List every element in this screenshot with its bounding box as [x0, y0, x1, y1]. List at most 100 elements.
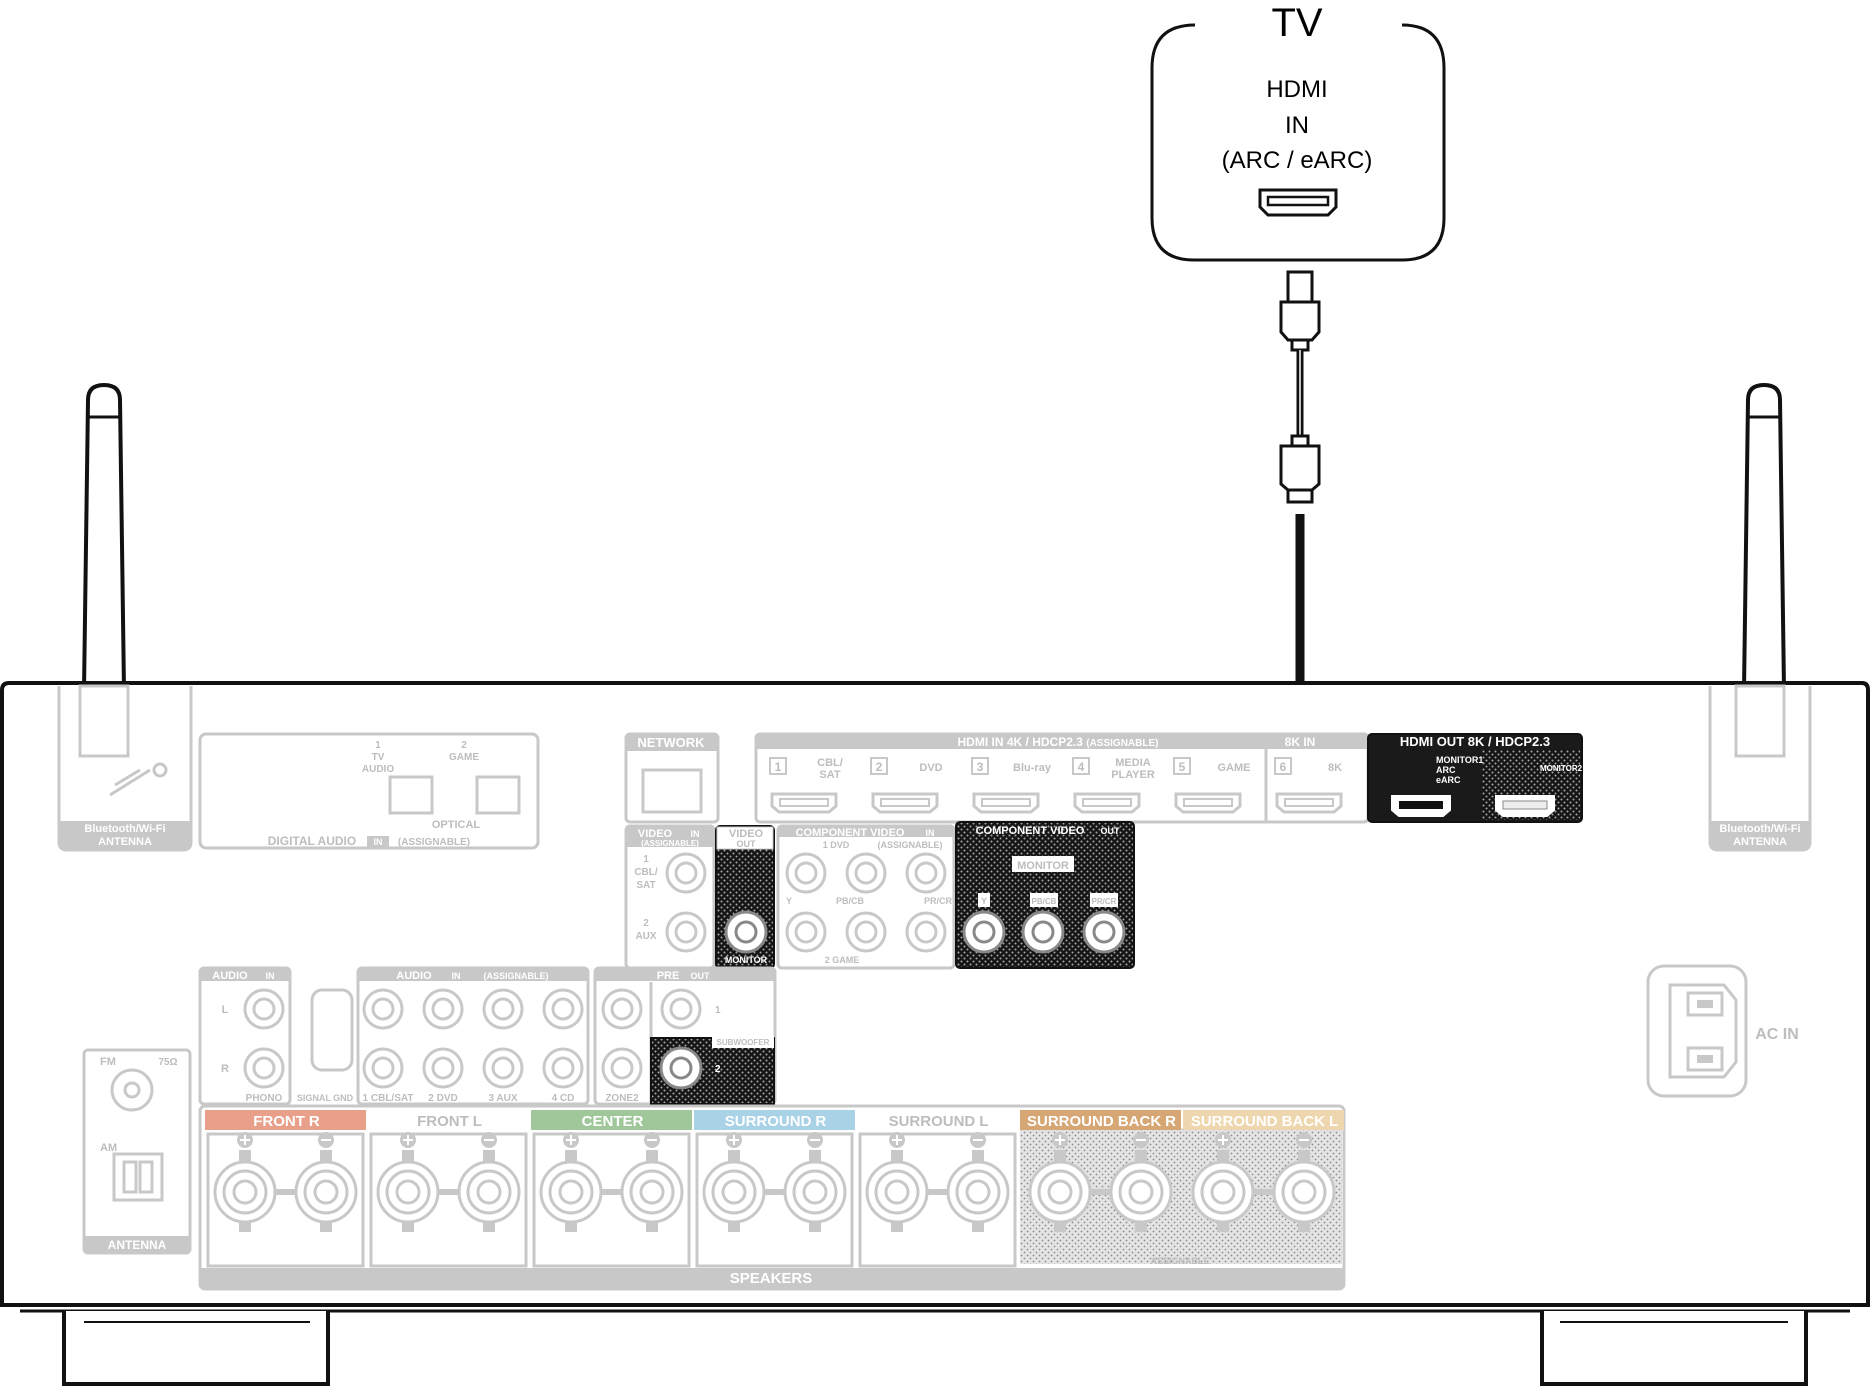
phono-r-jack[interactable]	[243, 1047, 285, 1089]
video-in-note: (ASSIGNABLE)	[641, 839, 699, 848]
signal-gnd-terminal[interactable]	[310, 988, 354, 1072]
hdmi-in-num-1: 1	[775, 760, 782, 774]
lan-port[interactable]	[641, 768, 703, 814]
monitor1-label: MONITOR1	[1436, 755, 1483, 765]
video-in2-label: AUX	[635, 931, 656, 942]
component-out-tag: OUT	[1101, 826, 1121, 836]
fm-jack[interactable]	[110, 1068, 154, 1112]
component-out-jacks[interactable]	[962, 910, 1126, 954]
component-out-pb: PB/CB	[1032, 897, 1057, 906]
digital-in1-num: 1	[375, 740, 381, 751]
optical-port-1[interactable]	[388, 775, 434, 815]
hdmi-in-label-3: Blu-ray	[1013, 762, 1052, 774]
video-out-title: VIDEO	[729, 828, 764, 840]
hdmi-in-num-4: 4	[1078, 760, 1085, 774]
audio-phono-tag: IN	[266, 971, 275, 981]
audio-in3-label: 3 AUX	[488, 1093, 517, 1104]
bt-antenna-label-right: Bluetooth/Wi-Fi	[1719, 823, 1800, 835]
video-in1-jack[interactable]	[665, 852, 707, 894]
zone2-r-jack[interactable]	[601, 1047, 643, 1089]
bt-antenna-panel-right: Bluetooth/Wi-Fi ANTENNA	[1708, 684, 1812, 852]
component-in-y: Y	[786, 896, 792, 906]
component-in-note: (ASSIGNABLE)	[878, 840, 943, 850]
audio-in-jacks[interactable]	[362, 988, 584, 1089]
subwoofer1-jack[interactable]	[660, 988, 702, 1030]
audio-in-note: (ASSIGNABLE)	[484, 971, 549, 981]
video-in1-sublabel: SAT	[636, 880, 655, 891]
pre-out-panel: PRE OUT ZONE2 1 SUBWOOFER 2	[593, 966, 777, 1106]
hdmi-in-num-5: 5	[1179, 760, 1186, 774]
component-in-jacks[interactable]	[785, 852, 947, 953]
audio-in-title: AUDIO	[396, 970, 432, 982]
digital-in2-num: 2	[461, 740, 467, 751]
zone2-l-jack[interactable]	[601, 988, 643, 1030]
video-in1-label: CBL/	[634, 867, 658, 878]
speakers-footer: SPEAKERS	[730, 1270, 813, 1287]
component-out-y: Y	[981, 896, 987, 906]
bt-antenna-label-left: Bluetooth/Wi-Fi	[84, 823, 165, 835]
hdmi-in-port-6[interactable]: 6 8K	[1274, 757, 1343, 814]
video-in2-jack[interactable]	[665, 911, 707, 953]
speaker-terminal-3[interactable]: CENTER	[531, 1110, 692, 1268]
component-out-pr: PR/CR	[1092, 897, 1117, 906]
antenna-left	[81, 382, 127, 692]
ac-in-label: AC IN	[1755, 1026, 1799, 1043]
video-out-panel: VIDEO OUT MONITOR	[715, 825, 775, 969]
digital-in1-sublabel: AUDIO	[362, 764, 394, 775]
hdmi-out-panel: HDMI OUT 8K / HDCP2.3 MONITOR1 ARC eARC …	[1367, 733, 1583, 823]
antenna-footer: ANTENNA	[108, 1238, 167, 1252]
video-in1-num: 1	[643, 854, 649, 865]
hdmi-in-num-6: 6	[1280, 760, 1287, 774]
am-terminal[interactable]	[112, 1152, 164, 1202]
audio-in2-label: 2 DVD	[428, 1093, 457, 1104]
pre-out-tag: OUT	[691, 971, 711, 981]
hdmi-in-label-6: 8K	[1328, 762, 1342, 774]
pre-out-title: PRE	[657, 970, 680, 982]
hdmi-in-header: HDMI IN 4K / HDCP2.3 (ASSIGNABLE)	[958, 735, 1159, 749]
audio-in4-label: 4 CD	[552, 1093, 575, 1104]
antenna-right	[1741, 382, 1787, 692]
speakers-assignable: ASSIGNABLE	[1150, 1256, 1209, 1266]
hdmi-in-port-3[interactable]: 3 Blu-ray	[971, 757, 1052, 814]
digital-in2-label: GAME	[449, 752, 479, 763]
fm-am-antenna-panel: FM 75Ω AM ANTENNA	[82, 1048, 192, 1255]
component-out-panel: COMPONENT VIDEO OUT MONITOR Y PB/CB PR/C…	[955, 821, 1135, 969]
component-out-monitor: MONITOR	[1017, 860, 1069, 872]
hdmi-out-monitor2-port[interactable]	[1495, 795, 1555, 817]
bt-antenna-panel-left: Bluetooth/Wi-Fi ANTENNA	[57, 684, 193, 852]
component-in-pb: PB/CB	[836, 896, 865, 906]
signal-gnd-label: SIGNAL GND	[297, 1093, 354, 1103]
video-in-panel: VIDEO IN (ASSIGNABLE) 1 CBL/ SAT 2 AUX	[624, 824, 716, 970]
monitor1-arc-label: ARC	[1436, 765, 1456, 775]
hdmi-out-monitor1-port[interactable]	[1391, 795, 1451, 817]
hdmi-in-num-3: 3	[977, 760, 984, 774]
tv-port-label-2: IN	[1285, 112, 1309, 139]
subwoofer-label: SUBWOOFER	[717, 1038, 770, 1047]
bt-antenna-sublabel-right: ANTENNA	[1733, 836, 1787, 848]
hdmi-in-num-2: 2	[876, 760, 883, 774]
optical-port-2[interactable]	[475, 775, 521, 815]
audio-phono-l: L	[222, 1004, 229, 1016]
ac-in-panel: AC IN	[1646, 964, 1799, 1098]
component-in-pr: PR/CR	[924, 896, 953, 906]
component-out-title: COMPONENT VIDEO	[976, 825, 1085, 837]
phono-l-jack[interactable]	[243, 988, 285, 1030]
tv-hdmi-in-port[interactable]	[1258, 188, 1338, 217]
